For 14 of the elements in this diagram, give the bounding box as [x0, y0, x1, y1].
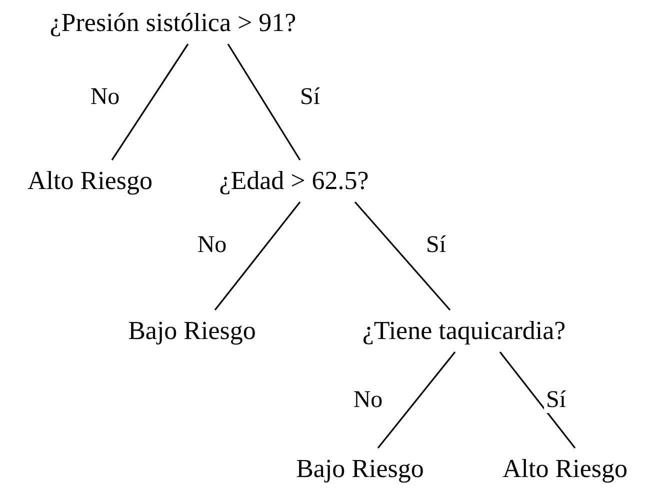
edge-label: Sí [544, 387, 568, 413]
node-text: ¿Tiene taquicardia? [362, 316, 566, 345]
branch-line [499, 352, 576, 448]
node-text: ¿Edad > 62.5? [219, 166, 369, 195]
branch-line [227, 44, 301, 160]
node-text: Alto Riesgo [502, 454, 628, 483]
node-text: ¿Presión sistólica > 91? [50, 8, 296, 37]
branch-line [354, 201, 451, 311]
branch-line [377, 352, 456, 448]
branch-line [111, 44, 189, 160]
node-text: Bajo Riesgo [296, 454, 424, 483]
node-text: Bajo Riesgo [128, 316, 256, 345]
node-text: Alto Riesgo [28, 166, 152, 195]
branch-line [214, 202, 301, 310]
